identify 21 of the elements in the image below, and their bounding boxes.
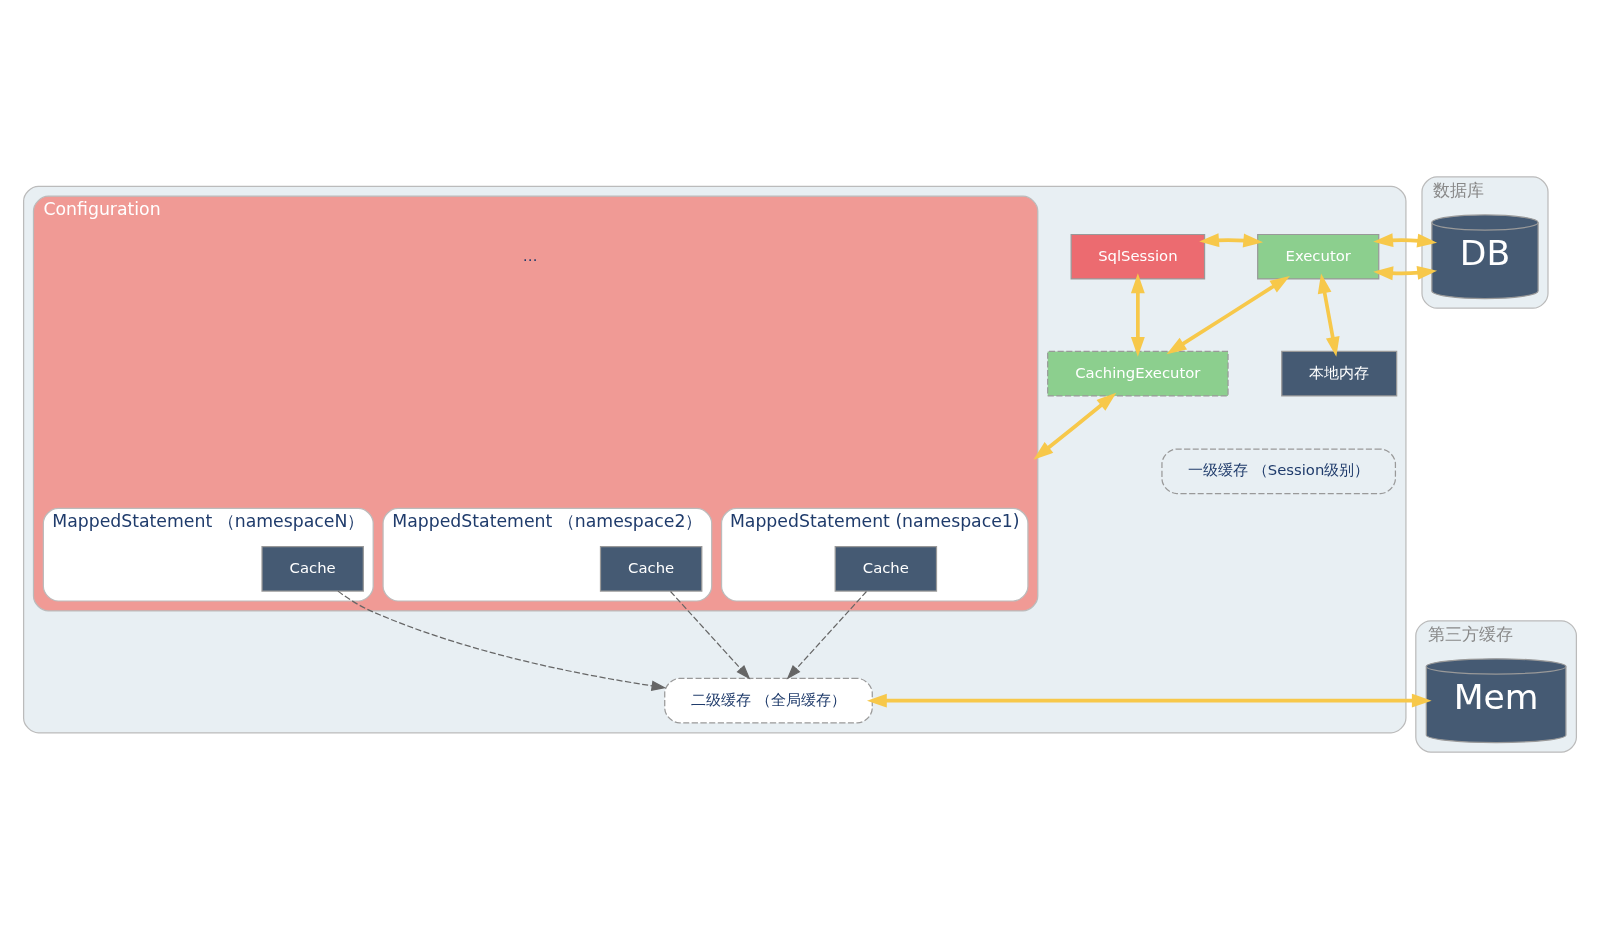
node-box: Cache (599, 546, 703, 592)
node-box: 一级缓存 （Session级别） (1161, 448, 1397, 495)
arrow (1033, 392, 1117, 460)
arrow (1199, 233, 1264, 248)
arrow (1130, 273, 1145, 357)
node-box: Cache (834, 546, 938, 592)
arrow (1373, 233, 1438, 281)
cluster (23, 185, 1407, 734)
arrow (337, 590, 667, 691)
arrow (1166, 275, 1290, 355)
arrow (786, 590, 868, 680)
node-box: 本地内存 (1281, 350, 1398, 397)
node-box: SqlSession (1070, 233, 1206, 280)
arrow (1317, 273, 1340, 357)
node-box: Cache (261, 546, 364, 592)
node-box: CachingExecutor (1047, 350, 1229, 397)
label: … (522, 246, 538, 264)
arrow (669, 590, 751, 680)
arrow (867, 693, 1432, 708)
node-box: Executor (1257, 233, 1380, 280)
node-box: 二级缓存 （全局缓存） (664, 677, 873, 724)
